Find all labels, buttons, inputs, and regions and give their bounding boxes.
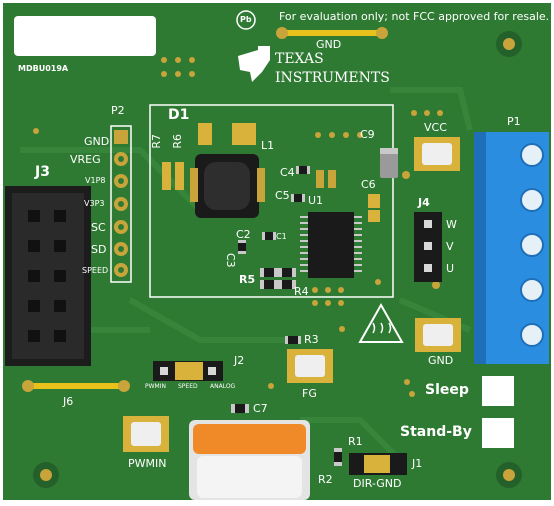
testpoint-gnd-top-label: GND bbox=[316, 38, 342, 51]
component-c5-label: C5 bbox=[275, 189, 290, 202]
component-r1-label: R1 bbox=[348, 435, 363, 448]
sleep-switch-pad bbox=[482, 376, 514, 406]
gnd-jumper-wire bbox=[282, 30, 382, 36]
standby-label: Stand-By bbox=[400, 424, 472, 440]
component-c1-label: C1 bbox=[276, 232, 287, 241]
power-section-outline bbox=[149, 104, 394, 298]
brand-line1: Texas bbox=[275, 51, 324, 67]
component-c4-label: C4 bbox=[280, 166, 295, 179]
j6-jumper-wire bbox=[28, 383, 124, 389]
fcc-notice: For evaluation only; not FCC approved fo… bbox=[279, 10, 550, 23]
component-d1-label: D1 bbox=[168, 107, 190, 123]
id-label-block bbox=[14, 16, 156, 56]
testpoints bbox=[123, 137, 461, 452]
component-c2-label: C2 bbox=[236, 228, 251, 241]
connector-p2-label: P2 bbox=[111, 104, 125, 117]
ic-u1 bbox=[308, 212, 354, 278]
brand-line2: Instruments bbox=[275, 70, 390, 86]
p2-pin-sc: SC bbox=[91, 221, 106, 234]
j1-dir-gnd-label: DIR-GND bbox=[353, 477, 402, 490]
component-u1-label: U1 bbox=[308, 194, 324, 207]
pcb-substrate bbox=[3, 3, 551, 500]
p2-pin-gnd: GND bbox=[84, 135, 110, 148]
connector-j1-label: J1 bbox=[412, 457, 423, 470]
component-c7-label: C7 bbox=[253, 402, 268, 415]
component-r6-label: R6 bbox=[171, 134, 184, 149]
p2-pin-sd: SD bbox=[91, 243, 107, 256]
p2-pin-speed: SPEED bbox=[82, 266, 109, 275]
component-c6-label: C6 bbox=[361, 178, 376, 191]
smd-parts bbox=[231, 148, 398, 466]
component-c3-label: C3 bbox=[224, 253, 237, 268]
connector-j6-label: J6 bbox=[63, 395, 74, 408]
component-r7-label: R7 bbox=[150, 134, 163, 149]
header-p2-outline bbox=[110, 125, 132, 283]
component-r4-label: R4 bbox=[294, 285, 309, 298]
j4-pin-u: U bbox=[446, 262, 455, 275]
connector-p1-label: P1 bbox=[507, 115, 521, 128]
testpoint-vcc-label: VCC bbox=[424, 121, 447, 134]
p2-pin-vreg: VREG bbox=[70, 153, 101, 166]
vias bbox=[33, 57, 443, 389]
pb-free-mark: Pb bbox=[240, 15, 252, 24]
header-p2-pins bbox=[114, 130, 128, 277]
connector-j3-label: J3 bbox=[35, 164, 50, 180]
connector-j4-label: J4 bbox=[418, 196, 430, 209]
p2-pin-v3p3: V3P3 bbox=[84, 199, 105, 208]
terminal-screws bbox=[520, 143, 544, 347]
testpoint-fg-label: FG bbox=[302, 387, 317, 400]
component-r3-label: R3 bbox=[304, 333, 319, 346]
j2-pin-speed: SPEED bbox=[178, 383, 198, 390]
standby-switch-pad bbox=[482, 418, 514, 448]
component-r5-label: R5 bbox=[239, 273, 256, 286]
j4-pin-w: W bbox=[446, 218, 457, 231]
j2-pin-analog: ANALOG bbox=[210, 383, 236, 390]
p2-pin-v1p8: V1P8 bbox=[85, 176, 106, 185]
connector-j2-label: J2 bbox=[234, 354, 245, 367]
pb-free-circle bbox=[236, 10, 256, 30]
testpoint-pwmin-label: PWMIN bbox=[128, 457, 167, 470]
hot-surface-icon bbox=[358, 302, 404, 343]
testpoint-gnd-right-label: GND bbox=[428, 354, 454, 367]
ti-logo-icon bbox=[238, 46, 270, 82]
mounting-holes bbox=[33, 31, 522, 488]
component-c9-label: C9 bbox=[360, 128, 375, 141]
sleep-label: Sleep bbox=[425, 382, 469, 398]
j2-pin-pwmin: PWMIN bbox=[145, 383, 166, 390]
board-id-label: MDBU019A bbox=[18, 64, 69, 73]
component-r2-label: R2 bbox=[318, 473, 333, 486]
component-l1-label: L1 bbox=[261, 139, 275, 152]
j4-pin-v: V bbox=[446, 240, 454, 253]
